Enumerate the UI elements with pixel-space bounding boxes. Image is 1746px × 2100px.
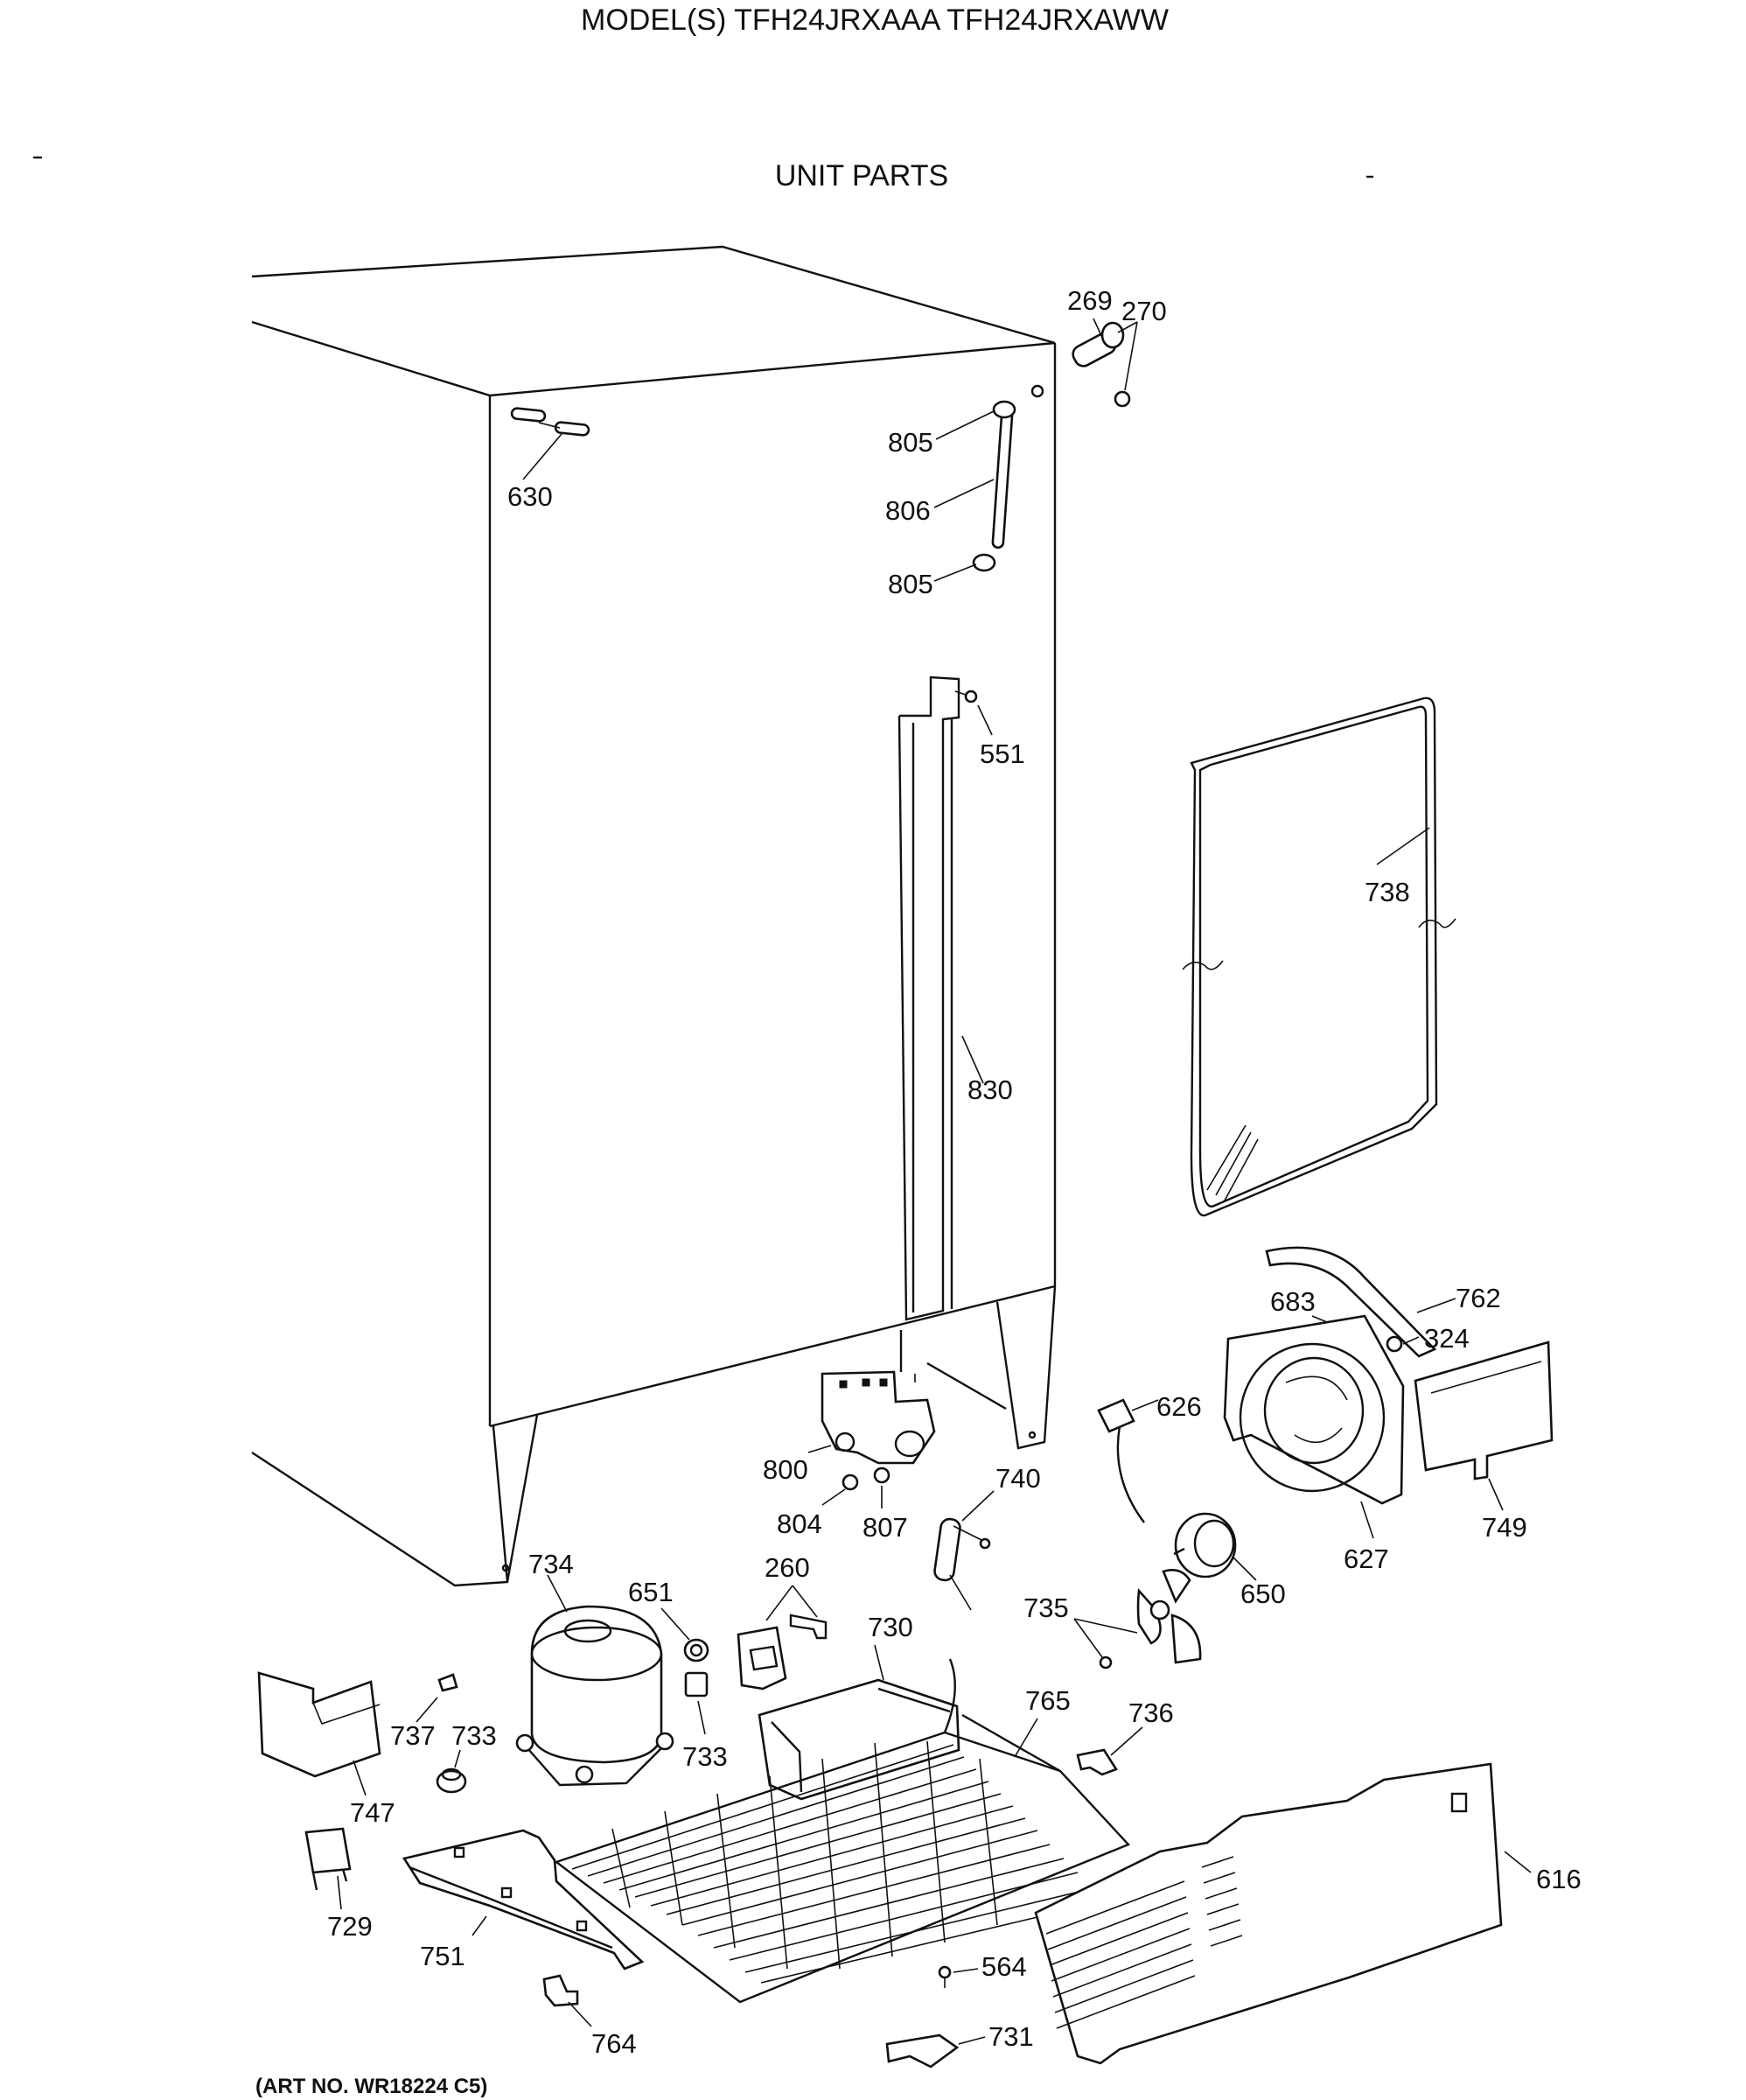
callout-270: 270	[1121, 296, 1167, 326]
part-650-fan-motor	[1173, 1512, 1257, 1581]
callout-736: 737	[390, 1720, 436, 1751]
callout-260: 730	[868, 1612, 913, 1642]
callout-735: 651	[628, 1577, 674, 1607]
callout-725: 734	[528, 1549, 574, 1579]
callout-738: 738	[1365, 877, 1410, 907]
callout-800: 800	[763, 1454, 808, 1485]
callout-730: 765	[1025, 1685, 1071, 1716]
section-title: UNIT PARTS	[775, 159, 948, 192]
callout-564: 564	[981, 1951, 1027, 1982]
part-751-base	[402, 1829, 645, 1970]
callout-747: 747	[350, 1797, 395, 1828]
callout-734: 260	[765, 1552, 810, 1583]
callout-764: 764	[591, 2028, 637, 2059]
callout-324: 324	[1424, 1323, 1470, 1354]
callout-733: 733	[682, 1741, 728, 1772]
part-269-270-hinge	[1072, 318, 1138, 408]
callout-807: 807	[863, 1512, 908, 1543]
part-564-screw	[938, 1965, 979, 1988]
part-651-fan-blade	[1073, 1569, 1202, 1670]
callout-650: 650	[1240, 1578, 1286, 1609]
part-626-cord	[1097, 1398, 1159, 1523]
part-765-clip	[1076, 1726, 1143, 1776]
part-729-capacitor	[304, 1827, 352, 1910]
part-738-gasket	[1182, 696, 1456, 1217]
callout-729: 729	[327, 1911, 373, 1942]
callout-805-bottom: 805	[888, 569, 933, 599]
callout-731: 731	[988, 2021, 1034, 2052]
callout-805-top: 805	[888, 427, 933, 458]
part-749-cover	[1414, 1340, 1554, 1511]
part-616-grille	[1034, 1762, 1532, 2065]
callout-616: 616	[1536, 1864, 1582, 1894]
refrigerator-cabinet	[251, 245, 1057, 1587]
art-number: (ART NO. WR18224 C5)	[255, 2075, 487, 2098]
part-747-bracket	[257, 1671, 381, 1796]
callout-740: 740	[995, 1463, 1041, 1494]
part-736-737-grommets	[416, 1673, 467, 1794]
part-800-water-valve	[807, 1330, 936, 1465]
callout-630: 630	[507, 481, 553, 512]
part-551-screw	[954, 690, 993, 736]
callout-804: 804	[777, 1508, 822, 1539]
part-764-clamp	[542, 1974, 592, 2027]
callout-683: 683	[1270, 1286, 1316, 1317]
part-725-compressor	[515, 1574, 674, 1787]
part-762-strip	[1265, 1246, 1456, 1358]
part-730-condenser	[554, 1658, 1131, 2004]
part-830-mullion	[897, 676, 984, 1321]
callout-651: 735	[1023, 1592, 1069, 1623]
callout-737: 733	[451, 1720, 497, 1751]
part-804-807-fittings	[821, 1466, 890, 1508]
part-630-tape	[510, 407, 590, 480]
part-260-drain-pan	[758, 1644, 960, 1801]
part-735-grommet	[660, 1607, 709, 1662]
part-731-bracket	[885, 2034, 986, 2068]
model-title: MODEL(S) TFH24JRXAAA TFH24JRXAWW	[581, 4, 1169, 37]
part-806-tube	[933, 400, 1016, 582]
callout-806: 806	[885, 495, 931, 526]
part-740-thermistor	[933, 1490, 995, 1611]
part-733-relay	[684, 1671, 709, 1735]
callout-269: 269	[1067, 285, 1113, 316]
callout-830: 830	[967, 1074, 1013, 1105]
callout-751: 751	[420, 1941, 465, 1971]
callout-749: 749	[1482, 1512, 1527, 1543]
part-734-overload-cover	[737, 1585, 828, 1690]
callout-765: 736	[1128, 1698, 1174, 1728]
callout-626: 626	[1156, 1391, 1202, 1422]
callout-551: 551	[980, 738, 1025, 769]
callout-627: 627	[1344, 1544, 1389, 1574]
part-627-fan-shroud	[1223, 1314, 1405, 1539]
callout-762: 762	[1456, 1283, 1501, 1313]
